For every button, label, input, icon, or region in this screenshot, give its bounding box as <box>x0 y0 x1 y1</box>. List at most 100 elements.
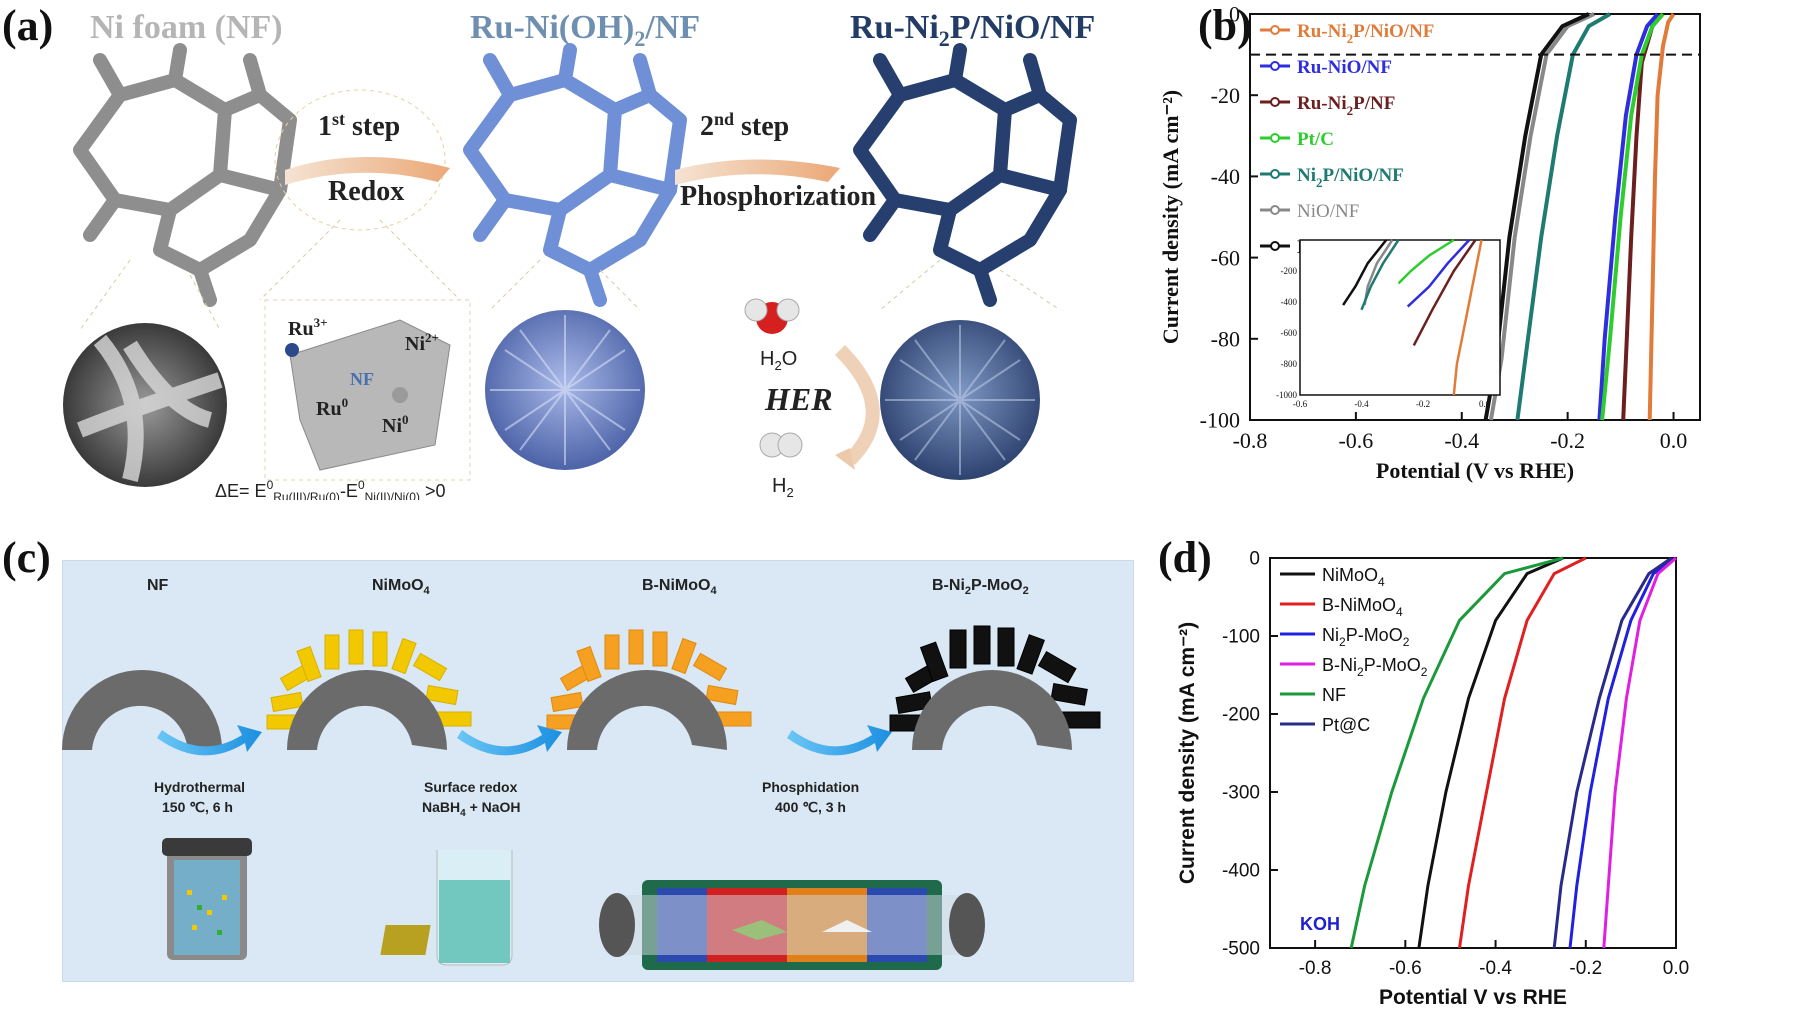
legend-label: Ru-Ni2P/NF <box>1297 93 1395 118</box>
svg-text:Redox: Redox <box>328 176 404 207</box>
koh-label: KOH <box>1300 914 1340 934</box>
ni-foam-gray <box>73 43 297 307</box>
title-ru-ni2p-nio: Ru-Ni2P/NiO/NF <box>850 9 1095 51</box>
nimoo4-arc <box>266 629 472 750</box>
svg-text:Phosphidation: Phosphidation <box>762 779 859 795</box>
beaker-icon <box>380 850 513 966</box>
x-tick-label: 0.0 <box>1660 428 1688 453</box>
svg-text:Ni2+: Ni2+ <box>405 330 439 355</box>
x-tick-label: -0.4 <box>1444 428 1479 453</box>
series-line-ni2p-nio-nf <box>1515 12 1611 421</box>
ru-ni2p-foam <box>853 43 1077 307</box>
inset-y-tick-label: -800 <box>1281 359 1298 369</box>
step1-arrow <box>285 156 450 185</box>
svg-text:B-Ni2P-MoO2: B-Ni2P-MoO2 <box>932 577 1029 597</box>
inset-y-tick-label: -600 <box>1281 328 1298 338</box>
title-ru-nioh2: Ru-Ni(OH)2/NF <box>470 9 700 51</box>
x-tick-label: -0.8 <box>1233 428 1268 453</box>
panel-c-drawing: NF NiMoO4 B-NiMoO4 B-Ni2P-MoO2 <box>62 577 1101 970</box>
inset-frame <box>1299 239 1501 396</box>
inset-series-line <box>1342 239 1388 306</box>
inset-x-tick-label: -0.2 <box>1416 399 1430 409</box>
series-line-pt-c <box>1552 556 1673 949</box>
step2-arrow <box>675 159 840 185</box>
svg-text:Ni0: Ni0 <box>382 412 409 437</box>
inset-y-tick-label: -200 <box>1281 266 1298 276</box>
svg-text:150 ℃, 6 h: 150 ℃, 6 h <box>162 799 233 815</box>
series-line-b-ni2p-moo2 <box>1602 556 1677 949</box>
inset-series-line <box>1360 239 1400 311</box>
bni2p-moo2-arc <box>889 625 1101 750</box>
series-line-pt-c <box>1600 12 1665 421</box>
legend-label: Pt/C <box>1297 129 1334 150</box>
svg-text:NF: NF <box>350 369 374 389</box>
svg-text:NF: NF <box>147 577 169 594</box>
legend-label: B-NiMoO4 <box>1322 595 1403 619</box>
legend-label: NF <box>1322 685 1346 705</box>
legend-marker <box>1270 97 1280 107</box>
y-tick-label: -200 <box>1222 705 1260 726</box>
inset-series-line <box>1452 239 1483 396</box>
series-line-nimoo4 <box>1417 556 1564 949</box>
legend-label: Ni2P-MoO2 <box>1322 625 1410 649</box>
svg-text:Surface redox: Surface redox <box>424 779 518 795</box>
svg-text:B-NiMoO4: B-NiMoO4 <box>642 577 717 597</box>
equation: ΔE= E0Ru(III)/Ru(0)-E0Ni(II)/Ni(0) >0 <box>215 478 445 500</box>
y-tick-label: -400 <box>1222 861 1260 882</box>
inset-series-line <box>1406 239 1471 308</box>
panel-b-label: (b) <box>1198 1 1252 50</box>
legend-label: NiO/NF <box>1297 201 1359 222</box>
series-line-ru-ni2p-nio-nf <box>1647 12 1676 421</box>
nf-arc <box>62 670 222 750</box>
y-tick-label: -80 <box>1211 327 1240 352</box>
y-tick-label: 0 <box>1249 549 1260 570</box>
svg-text:Ru0: Ru0 <box>316 395 348 420</box>
panel-c-label: (c) <box>2 533 51 582</box>
legend-label: B-Ni2P-MoO2 <box>1322 655 1428 679</box>
y-tick-label: 0 <box>1229 2 1240 27</box>
inset-x-tick-label: -0.4 <box>1354 399 1369 409</box>
x-tick-label: -0.2 <box>1569 958 1602 979</box>
process-arrows <box>157 725 892 756</box>
svg-text:1st step: 1st step <box>318 109 400 142</box>
y-tick-label: -100 <box>1222 627 1260 648</box>
legend-marker <box>1270 61 1280 71</box>
panel-d-label: (d) <box>1158 533 1212 582</box>
y-axis-label: Current density (mA cm⁻²) <box>1158 90 1183 344</box>
autoclave-icon <box>162 838 252 960</box>
series-line-nio-nf <box>1488 12 1595 421</box>
x-axis-label: Potential (V vs RHE) <box>1376 458 1574 483</box>
inset-series-line <box>1412 239 1477 346</box>
plot-frame <box>1249 13 1701 421</box>
legend-label: Ru-NiO/NF <box>1297 57 1392 78</box>
title-ni-foam: Ni foam (NF) <box>90 9 283 46</box>
panel-a-scheme: Ni foam (NF) Ru-Ni(OH)2/NF Ru-Ni2P/NiO/N… <box>63 9 1095 500</box>
ru-nioh2-foam <box>463 43 687 307</box>
nf-sheet <box>289 319 451 471</box>
y-tick-label: -20 <box>1211 83 1240 108</box>
flower-navy <box>880 320 1040 480</box>
x-tick-label: -0.4 <box>1479 958 1512 979</box>
y-tick-label: -60 <box>1211 245 1240 270</box>
x-tick-label: -0.6 <box>1389 958 1422 979</box>
y-axis-label: Current density (mA cm⁻²) <box>1176 622 1199 884</box>
her-label: HER <box>764 381 833 417</box>
inset-y-tick-label: -400 <box>1281 297 1298 307</box>
series-line-ru-ni2p-nf <box>1621 12 1665 421</box>
plot-frame <box>1269 557 1677 949</box>
svg-text:NaBH4 + NaOH: NaBH4 + NaOH <box>422 799 521 819</box>
y-tick-label: -40 <box>1211 164 1240 189</box>
legend-label: Ni2P/NiO/NF <box>1297 165 1404 190</box>
y-tick-label: -300 <box>1222 783 1260 804</box>
x-tick-label: 0.0 <box>1663 958 1689 979</box>
inset-x-tick-label: 0.0 <box>1479 399 1491 409</box>
panel-a-label: (a) <box>2 1 54 50</box>
series-line-b-nimoo4 <box>1458 556 1587 949</box>
svg-text:H2: H2 <box>772 475 794 500</box>
y-tick-label: -100 <box>1200 408 1240 433</box>
series-line-ni2p-moo2 <box>1568 556 1677 949</box>
svg-text:Ru3+: Ru3+ <box>288 315 328 340</box>
h2-molecule-icon <box>759 432 803 458</box>
